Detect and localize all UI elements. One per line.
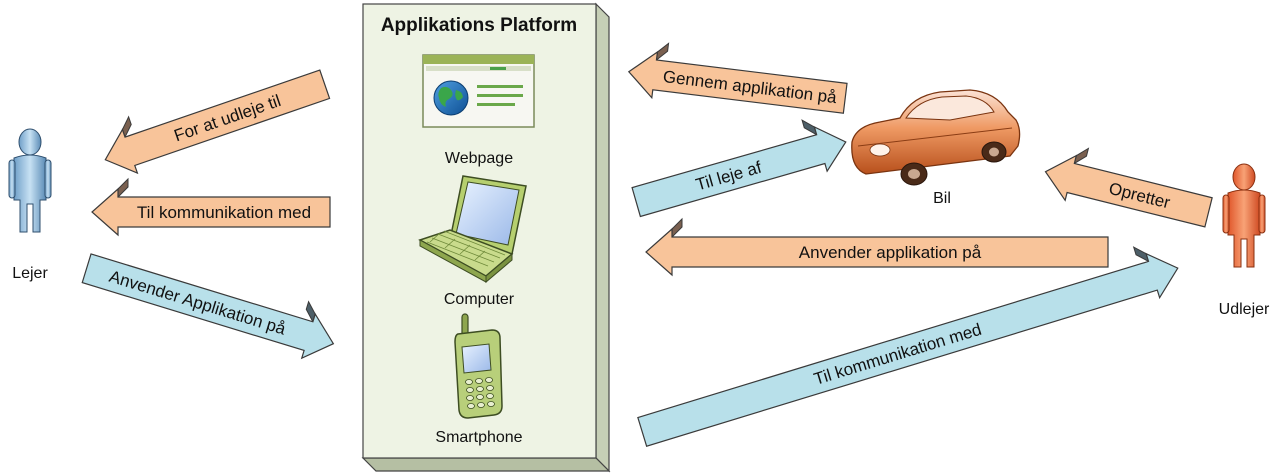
arrow-body <box>637 252 1179 447</box>
arrow-label: Til kommunikation med <box>137 203 311 222</box>
car-icon <box>851 89 1021 186</box>
arrow-body <box>1044 154 1213 228</box>
arrow-body <box>631 125 847 218</box>
actor-udlejer: Udlejer <box>1219 163 1270 318</box>
smartphone-icon <box>454 313 503 419</box>
arrow-fold <box>117 177 129 199</box>
device-label-smartphone: Smartphone <box>435 429 522 446</box>
actor-label-udlejer: Udlejer <box>1219 301 1270 318</box>
arrow-for-at-udleje-til: For at udleje til <box>104 69 331 175</box>
arrow-anvender-applikation-paa-right: Anvender applikation på <box>645 217 1109 277</box>
actor-label-lejer: Lejer <box>12 265 48 282</box>
arrow-til-kommunikation-med-left: Til kommunikation med <box>91 177 331 237</box>
arrow-label: Til kommunikation med <box>812 320 984 389</box>
arrow-label: Anvender applikation på <box>799 243 982 262</box>
application-platform: Applikations Platform Webpage <box>361 2 611 473</box>
webpage-icon <box>422 54 535 128</box>
arrow-fold <box>671 217 683 239</box>
arrow-body <box>81 253 335 360</box>
arrow-gennem-applikation-paa: Gennem applikation på <box>627 42 848 114</box>
arrow-fold <box>655 42 670 62</box>
car-label: Bil <box>933 190 951 207</box>
arrow-opretter: Opretter <box>1044 147 1213 228</box>
actor-lejer: Lejer <box>8 128 52 282</box>
device-label-computer: Computer <box>444 291 515 308</box>
arrow-body <box>104 69 331 175</box>
person-icon <box>1222 163 1266 268</box>
platform-bottom-face <box>361 457 611 472</box>
arrow-til-leje-af: Til leje af <box>631 119 847 218</box>
car: Bil <box>851 89 1021 207</box>
device-label-webpage: Webpage <box>445 150 513 167</box>
arrow-body <box>91 187 331 237</box>
laptop-icon <box>418 175 527 284</box>
arrow-label: Anvender Applikation på <box>107 267 288 339</box>
arrow-til-kommunikation-med-right: Til kommunikation med <box>637 246 1179 447</box>
arrow-anvender-applikation-paa-left: Anvender Applikation på <box>81 253 335 360</box>
arrow-body <box>627 50 848 114</box>
arrow-body <box>645 227 1109 277</box>
platform-side-face <box>595 2 610 473</box>
person-icon <box>8 128 52 233</box>
platform-title: Applikations Platform <box>381 15 577 36</box>
